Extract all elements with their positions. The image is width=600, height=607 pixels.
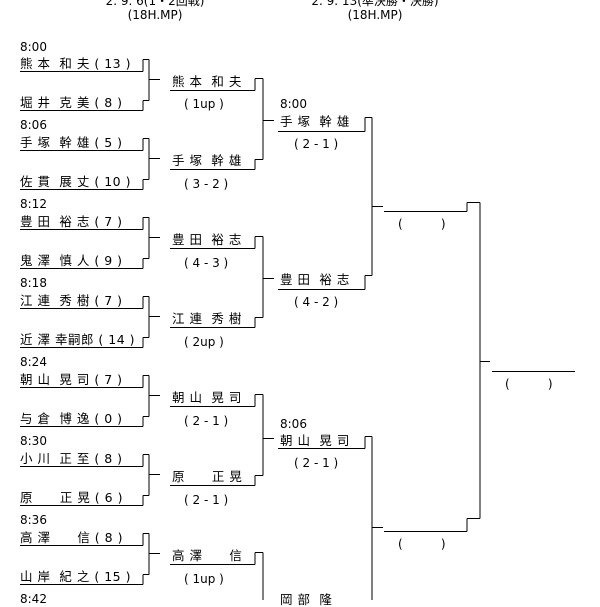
bracket-line bbox=[20, 296, 160, 348]
match-time: 8:30 bbox=[20, 434, 47, 448]
match-time: 8:06 bbox=[20, 118, 47, 132]
player-name: 熊 本 和 夫 ( 13 ) bbox=[20, 56, 131, 71]
round2-score: ( 4 - 3 ) bbox=[184, 256, 229, 270]
round2-score: ( 2 - 1 ) bbox=[184, 414, 229, 428]
round2-score: ( 1up ) bbox=[184, 97, 224, 111]
player-name: 鬼 澤 慎 人 ( 9 ) bbox=[20, 253, 123, 268]
bracket-line bbox=[20, 375, 160, 427]
player-name: 近 澤 幸嗣郎 ( 14 ) bbox=[20, 332, 136, 347]
bracket-line bbox=[278, 117, 383, 290]
header-left-line2: (18H.MP) bbox=[127, 8, 183, 22]
header-left-line1: 2. 9. 6(1・2回戦) bbox=[105, 0, 205, 8]
bracket-line bbox=[20, 217, 160, 269]
bracket-line bbox=[278, 436, 383, 600]
round2-score: ( 2 - 1 ) bbox=[184, 493, 229, 507]
round3-winner: 朝 山 晃 司 bbox=[280, 433, 350, 448]
match-time: 8:00 bbox=[280, 97, 307, 111]
header-right-line1: 2. 9. 13(準決勝・決勝) bbox=[311, 0, 439, 8]
player-name: 与 倉 博 逸 ( 0 ) bbox=[20, 411, 123, 426]
round2-winner: 原 正 晃 bbox=[172, 469, 243, 484]
final-score: ( ) bbox=[505, 377, 553, 391]
round3-winner: 手 塚 幹 雄 bbox=[280, 114, 350, 129]
bracket-line bbox=[20, 533, 160, 585]
player-name: 山 岸 紀 之 ( 15 ) bbox=[20, 569, 131, 584]
round3-winner: 豊 田 裕 志 bbox=[280, 272, 350, 287]
player-name: 江 連 秀 樹 ( 7 ) bbox=[20, 293, 123, 308]
player-name: 原 正 晃 ( 6 ) bbox=[20, 490, 123, 505]
player-name: 堀 井 克 美 ( 8 ) bbox=[20, 95, 123, 110]
player-name: 手 塚 幹 雄 ( 5 ) bbox=[20, 135, 123, 150]
header-right-line2: (18H.MP) bbox=[347, 8, 403, 22]
round2-winner: 高 澤 信 bbox=[172, 548, 243, 563]
player-name: 小 川 正 至 ( 8 ) bbox=[20, 451, 123, 466]
match-time: 8:24 bbox=[20, 355, 47, 369]
match-time: 8:06 bbox=[280, 417, 307, 431]
bracket-line bbox=[20, 454, 160, 506]
round2-winner: 熊 本 和 夫 bbox=[172, 74, 242, 89]
player-name: 高 澤 信 ( 8 ) bbox=[20, 530, 123, 545]
match-time: 8:00 bbox=[20, 40, 47, 54]
round2-score: ( 2up ) bbox=[184, 335, 224, 349]
round2-winner: 豊 田 裕 志 bbox=[172, 232, 242, 247]
player-name: 佐 貫 展 丈 ( 10 ) bbox=[20, 174, 131, 189]
semifinal-score: ( ) bbox=[398, 217, 446, 231]
bracket-line bbox=[384, 202, 490, 532]
bracket-line bbox=[170, 552, 264, 600]
round2-winner: 朝 山 晃 司 bbox=[172, 390, 242, 405]
bracket-line bbox=[170, 236, 274, 328]
match-time: 8:18 bbox=[20, 276, 47, 290]
match-time: 8:36 bbox=[20, 513, 47, 527]
player-name: 朝 山 晃 司 ( 7 ) bbox=[20, 372, 123, 387]
round2-winner: 江 連 秀 樹 bbox=[172, 311, 242, 326]
player-name: 豊 田 裕 志 ( 7 ) bbox=[20, 214, 123, 229]
match-time: 8:12 bbox=[20, 197, 47, 211]
bracket-line bbox=[170, 78, 274, 170]
round2-score: ( 3 - 2 ) bbox=[184, 177, 229, 191]
semifinal-score: ( ) bbox=[398, 537, 446, 551]
bracket-line bbox=[170, 394, 274, 486]
round3-score: ( 2 - 1 ) bbox=[294, 137, 339, 151]
round2-winner: 手 塚 幹 雄 bbox=[172, 153, 242, 168]
round2-score: ( 1up ) bbox=[184, 572, 224, 586]
round3-score: ( 2 - 1 ) bbox=[294, 456, 339, 470]
round3-score: ( 4 - 2 ) bbox=[294, 295, 339, 309]
bracket-line bbox=[20, 59, 160, 111]
bracket-line bbox=[20, 138, 160, 190]
